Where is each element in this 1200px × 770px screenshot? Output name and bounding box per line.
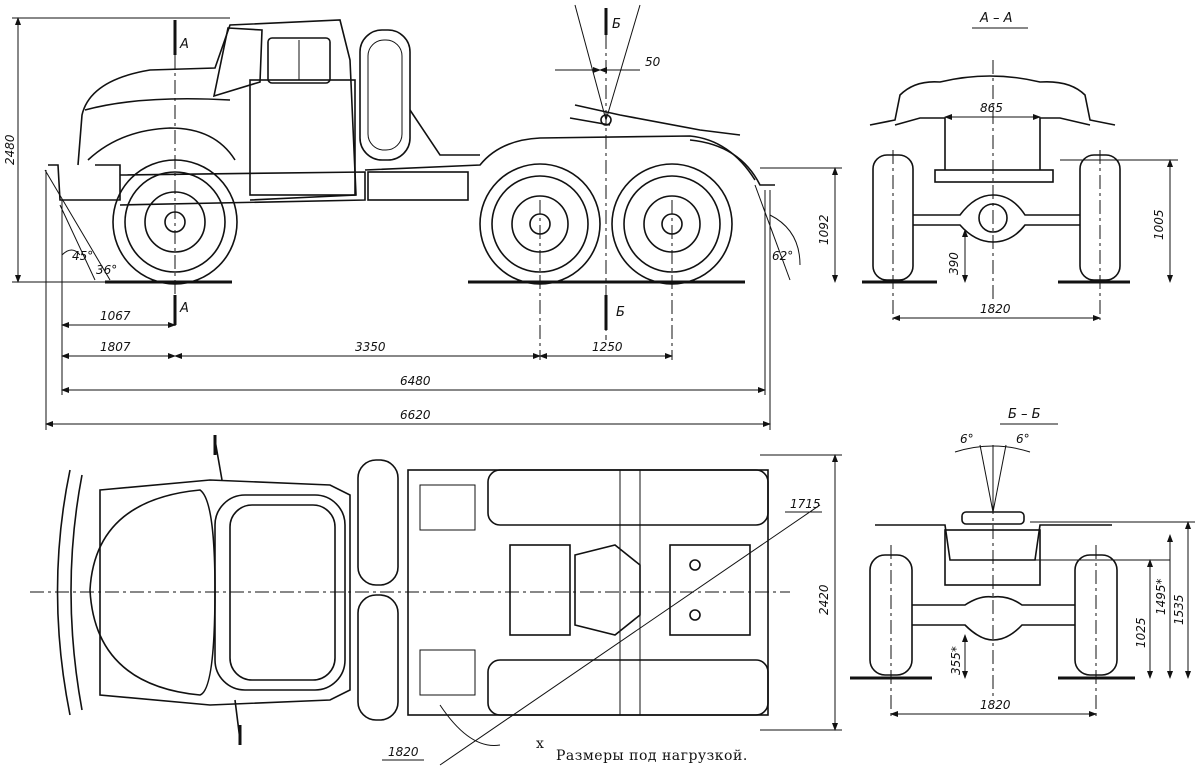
rear-wheel-2: [611, 163, 733, 285]
top-dim-1715: 1715: [790, 497, 821, 511]
caption: х Размеры под нагрузкой.: [536, 736, 748, 764]
dim-1067: 1067: [100, 309, 131, 323]
bb-angle-left: 6°: [960, 432, 974, 446]
dim-1807: 1807: [100, 340, 131, 354]
top-view: 1715 1820 2420: [30, 435, 842, 766]
dim-height-2480: 2480: [3, 134, 17, 165]
aa-dim-1005: 1005: [1152, 209, 1166, 240]
section-aa-title: А – А: [979, 11, 1013, 26]
bb-dim-1495: 1495*: [1154, 578, 1168, 615]
section-bb-title: Б – Б: [1008, 407, 1041, 422]
dim-50: 50: [645, 55, 661, 69]
bb-dim-1025: 1025: [1134, 617, 1148, 648]
bb-dim-355: 355*: [949, 646, 963, 675]
top-dim-2420: 2420: [817, 584, 831, 615]
section-b-bottom-label: Б: [616, 305, 625, 320]
dim-1250: 1250: [592, 340, 623, 354]
dim-3350: 3350: [355, 340, 386, 354]
section-b-top-label: Б: [612, 17, 621, 32]
bb-dim-1820: 1820: [980, 698, 1011, 712]
section-bb-view: Б – Б 6° 6° 1535 1495* 1025 355*: [850, 407, 1195, 720]
angle-62: 62°: [772, 249, 793, 263]
top-dim-1820: 1820: [388, 745, 419, 759]
side-view: А А Б Б 50 2480 1092 45° 36° 62° 1067: [3, 4, 842, 430]
aa-dim-865: 865: [980, 101, 1003, 115]
aa-dim-1820: 1820: [980, 302, 1011, 316]
caption-mark: х: [536, 736, 544, 752]
aa-dim-390: 390: [947, 252, 961, 275]
dim-6620: 6620: [400, 408, 431, 422]
section-a-top-label: А: [179, 37, 189, 52]
dim-1092: 1092: [817, 214, 831, 245]
caption-text: Размеры под нагрузкой.: [556, 748, 748, 764]
angle-45: 45°: [72, 249, 93, 263]
bb-dim-1535: 1535: [1172, 594, 1186, 625]
dim-6480: 6480: [400, 374, 431, 388]
angle-36: 36°: [96, 263, 117, 277]
bb-angle-right: 6°: [1016, 432, 1030, 446]
rear-wheel-1: [479, 163, 601, 285]
section-aa-view: А – А 865 1005 390 1820: [862, 11, 1178, 321]
section-a-bottom-label: А: [179, 301, 189, 316]
